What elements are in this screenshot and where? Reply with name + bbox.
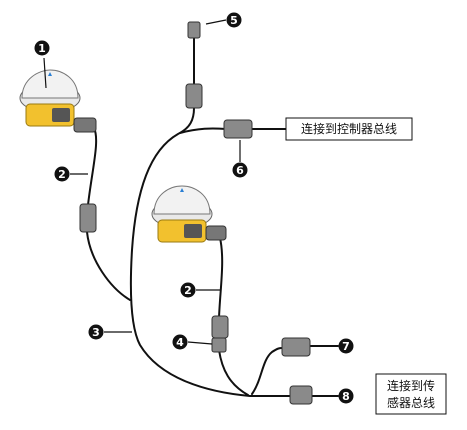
svg-text:4: 4: [176, 336, 184, 349]
marker-3: 3: [88, 324, 104, 340]
marker-8: 8: [338, 388, 354, 404]
svg-text:8: 8: [342, 390, 350, 403]
controller-bus-callout: 连接到控制器总线: [285, 117, 413, 141]
receiver-2: [151, 185, 227, 243]
svg-text:5: 5: [230, 14, 238, 27]
cable-4-join: [218, 349, 249, 396]
cables: [86, 34, 339, 397]
sensor-bus-label-line2: 感器总线: [387, 395, 435, 410]
cable-receiver2: [218, 237, 224, 319]
sensor-bus-callout: 连接到传 感器总线: [375, 373, 447, 415]
svg-text:6: 6: [236, 164, 244, 177]
cable-receiver1: [87, 127, 98, 206]
svg-text:2: 2: [184, 284, 192, 297]
marker-6: 6: [232, 162, 248, 178]
controller-bus-label: 连接到控制器总线: [301, 121, 397, 136]
cable-6-branch: [179, 127, 227, 134]
connector-5-top: [187, 21, 201, 39]
marker-5: 5: [226, 12, 242, 28]
connector-6: [223, 119, 253, 139]
marker-4: 4: [172, 334, 188, 350]
marker-1: 1: [34, 40, 50, 56]
connector-7: [281, 337, 311, 357]
svg-text:3: 3: [92, 326, 100, 339]
connector-2a: [79, 203, 97, 233]
sensor-bus-label-line1: 连接到传: [387, 378, 435, 393]
marker-7: 7: [338, 338, 354, 354]
marker-2b: 2: [180, 282, 196, 298]
receiver-1: [19, 69, 97, 133]
leader-lines: [43, 19, 338, 397]
marker-2a: 2: [54, 166, 70, 182]
svg-text:1: 1: [38, 42, 46, 55]
connector-4: [211, 337, 227, 353]
cable-2a-join: [86, 231, 131, 301]
connector-2b: [211, 315, 229, 339]
connector-8: [289, 385, 313, 405]
svg-text:7: 7: [342, 340, 350, 353]
connectors: [79, 21, 313, 405]
main-trunk-cable: [129, 107, 291, 397]
svg-text:2: 2: [58, 168, 66, 181]
connector-5: [185, 83, 203, 109]
cable-7-branch: [251, 347, 283, 395]
